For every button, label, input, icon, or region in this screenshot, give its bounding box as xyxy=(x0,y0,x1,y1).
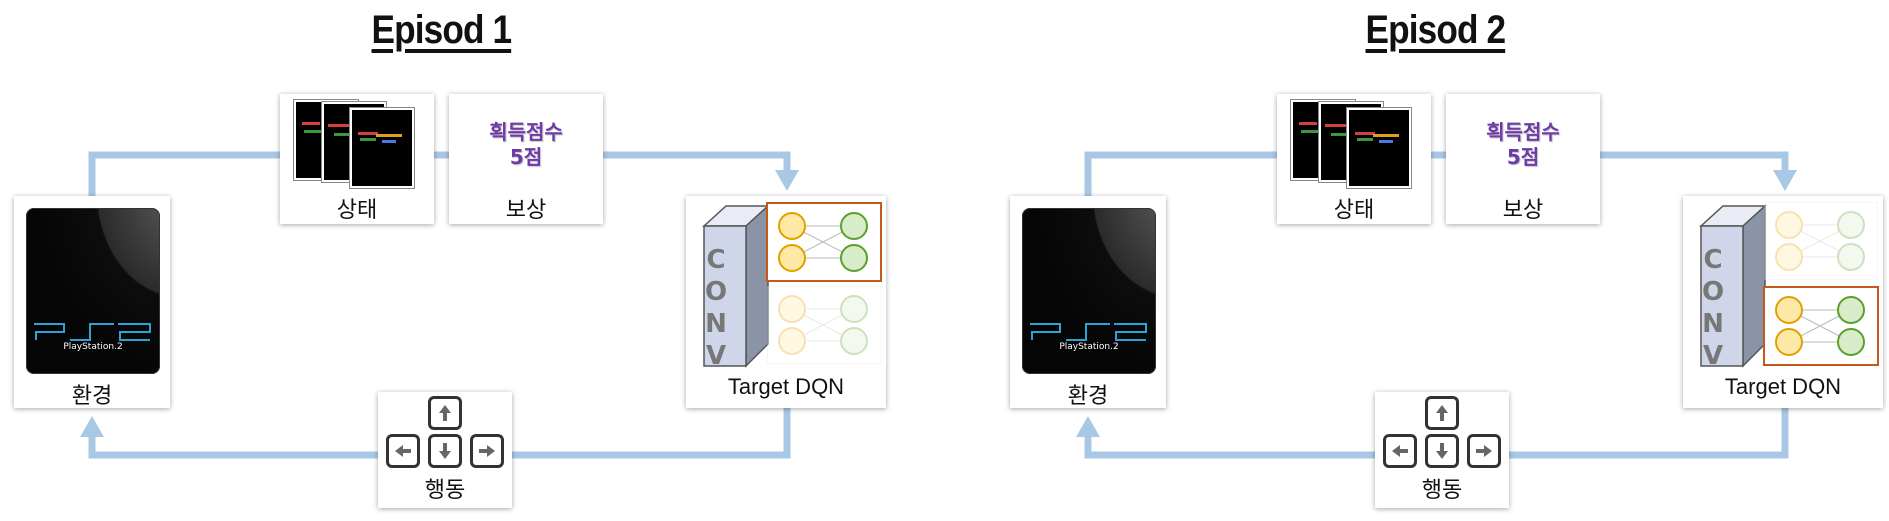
game-frame-3 xyxy=(1347,108,1411,188)
target-dqn-card: C O N V Target DQN xyxy=(686,196,886,408)
arrow-head-to-env xyxy=(80,416,104,437)
neural-net-icon xyxy=(778,212,868,272)
right-arrow-icon xyxy=(1467,434,1501,468)
left-arrow-icon xyxy=(1383,434,1417,468)
episode-title: Episod 1 xyxy=(371,8,513,52)
reward-score-text: 획득점수 5점 xyxy=(489,120,563,169)
target-dqn-card: C O N V Target DQN xyxy=(1683,196,1883,408)
conv-label: C O N V xyxy=(1701,245,1725,371)
game-frame-3 xyxy=(350,108,414,188)
console-brand: PlayStation.2 xyxy=(63,342,123,352)
right-arrow-icon xyxy=(470,434,504,468)
left-arrow-icon xyxy=(386,434,420,468)
reward-label: 보상 xyxy=(505,198,547,223)
top-flow-line xyxy=(88,151,791,196)
reward-label: 보상 xyxy=(1502,198,1544,223)
state-label: 상태 xyxy=(1333,198,1375,223)
environment-label: 환경 xyxy=(1067,384,1109,409)
down-arrow-icon xyxy=(428,434,462,468)
conv-block-icon xyxy=(1699,204,1767,368)
ps2-logo-icon xyxy=(34,323,151,341)
episode-1-panel: Episod 1 상태 획득점수 5점 보상 xyxy=(0,0,944,521)
network-top-active xyxy=(766,202,882,282)
model-label: Target DQN xyxy=(1724,374,1842,399)
up-arrow-icon xyxy=(1425,396,1459,430)
action-label: 행동 xyxy=(424,478,466,503)
network-bottom-active xyxy=(1763,286,1879,366)
environment-card: PlayStation.2 환경 xyxy=(14,196,170,409)
environment-card: PlayStation.2 환경 xyxy=(1010,196,1166,409)
episode-2-panel: Episod 2 상태 획득점수 5점 보상 xyxy=(998,0,1889,521)
action-label: 행동 xyxy=(1421,478,1463,503)
neural-net-icon xyxy=(778,295,868,355)
reward-score-text: 획득점수 5점 xyxy=(1486,120,1560,169)
neural-net-icon xyxy=(1775,296,1865,356)
network-bottom-inactive xyxy=(767,286,881,364)
reward-card: 획득점수 5점 보상 xyxy=(449,94,603,224)
environment-label: 환경 xyxy=(71,384,113,409)
top-flow-line xyxy=(1084,151,1789,196)
arrow-head-to-env xyxy=(1076,416,1100,437)
down-arrow-icon xyxy=(1425,434,1459,468)
arrow-head-to-model xyxy=(775,170,799,191)
state-card: 상태 xyxy=(1277,94,1431,224)
conv-block-icon xyxy=(702,204,770,368)
action-card: 행동 xyxy=(1375,392,1509,508)
model-label: Target DQN xyxy=(727,374,845,399)
episode-title: Episod 2 xyxy=(1365,8,1507,52)
ps2-logo-icon xyxy=(1030,323,1147,341)
reward-card: 획득점수 5점 보상 xyxy=(1446,94,1600,224)
neural-net-icon xyxy=(1775,211,1865,271)
state-label: 상태 xyxy=(336,198,378,223)
arrow-head-to-model xyxy=(1773,170,1797,191)
conv-label: C O N V xyxy=(704,245,728,371)
ps2-console-icon: PlayStation.2 xyxy=(26,208,160,374)
up-arrow-icon xyxy=(428,396,462,430)
state-card: 상태 xyxy=(280,94,434,224)
action-card: 행동 xyxy=(378,392,512,508)
console-brand: PlayStation.2 xyxy=(1059,342,1119,352)
ps2-console-icon: PlayStation.2 xyxy=(1022,208,1156,374)
network-top-inactive xyxy=(1764,202,1878,280)
